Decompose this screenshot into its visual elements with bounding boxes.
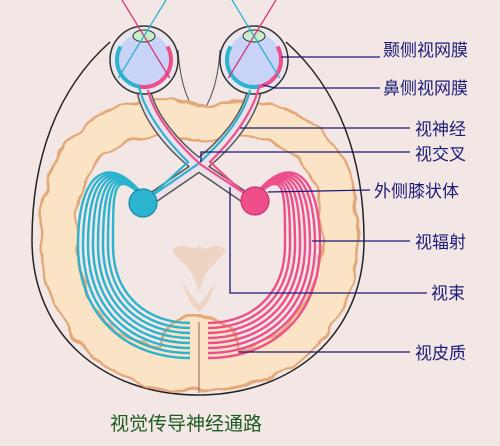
light-ray (117, 0, 167, 79)
optic-radiation-fiber-right (207, 178, 302, 340)
label-optic-tract: 视束 (431, 284, 465, 304)
leader-lines (200, 56, 427, 353)
left-temporal-fiber (137, 86, 190, 198)
label-optic-radiation: 视辐射 (415, 233, 466, 253)
optic-radiation-fiber-right (207, 179, 297, 335)
label-nasal-retina: 鼻侧视网膜 (383, 79, 468, 99)
left-eye-temporal-retina (115, 45, 140, 89)
optic-radiation-fiber-right (207, 182, 287, 325)
label-lateral-geniculate: 外侧膝状体 (374, 182, 459, 202)
left-nasal-crossing-fiber (146, 89, 251, 198)
head-outline (31, 41, 365, 396)
right-temporal-fiber (208, 86, 261, 198)
light-rays (117, 0, 281, 79)
optic-radiation-fiber-left (96, 178, 191, 340)
optic-radiations (76, 171, 322, 360)
left-cortex (41, 102, 211, 389)
label-visual-cortex: 视皮质 (415, 344, 466, 364)
left-eye (109, 25, 179, 95)
left-lateral-geniculate-body (128, 188, 158, 218)
optic-radiation-fiber-left (106, 181, 191, 330)
label-optic-nerve: 视神经 (415, 120, 466, 140)
label-temporal-retina: 颞侧视网膜 (383, 41, 468, 61)
right-eye-nasal-retina (225, 45, 260, 90)
optic-radiation-fiber-right (207, 181, 292, 330)
right-lateral-geniculate-body (240, 186, 270, 216)
left-eye-nasal-retina (138, 45, 173, 90)
optic-radiation-fiber-left (111, 182, 191, 325)
leader-nasal-retina (262, 84, 380, 89)
leader-optic-tract (229, 187, 427, 294)
optic-radiation-fiber-left (101, 179, 191, 335)
leader-optic-chiasm (200, 151, 410, 162)
right-cortex (187, 102, 357, 389)
midbrain-shape (172, 244, 226, 292)
leader-lateral-geniculate (267, 189, 371, 193)
light-ray (121, 0, 171, 79)
optic-nerve-bands (136, 89, 262, 206)
label-optic-chiasm: 视交叉 (415, 145, 466, 165)
diagram-title: 视觉传导神经通路 (110, 413, 262, 435)
light-ray (231, 0, 281, 79)
optic-fibers (137, 86, 261, 198)
midbrain-shape-lower (182, 282, 216, 312)
light-ray (227, 0, 277, 79)
